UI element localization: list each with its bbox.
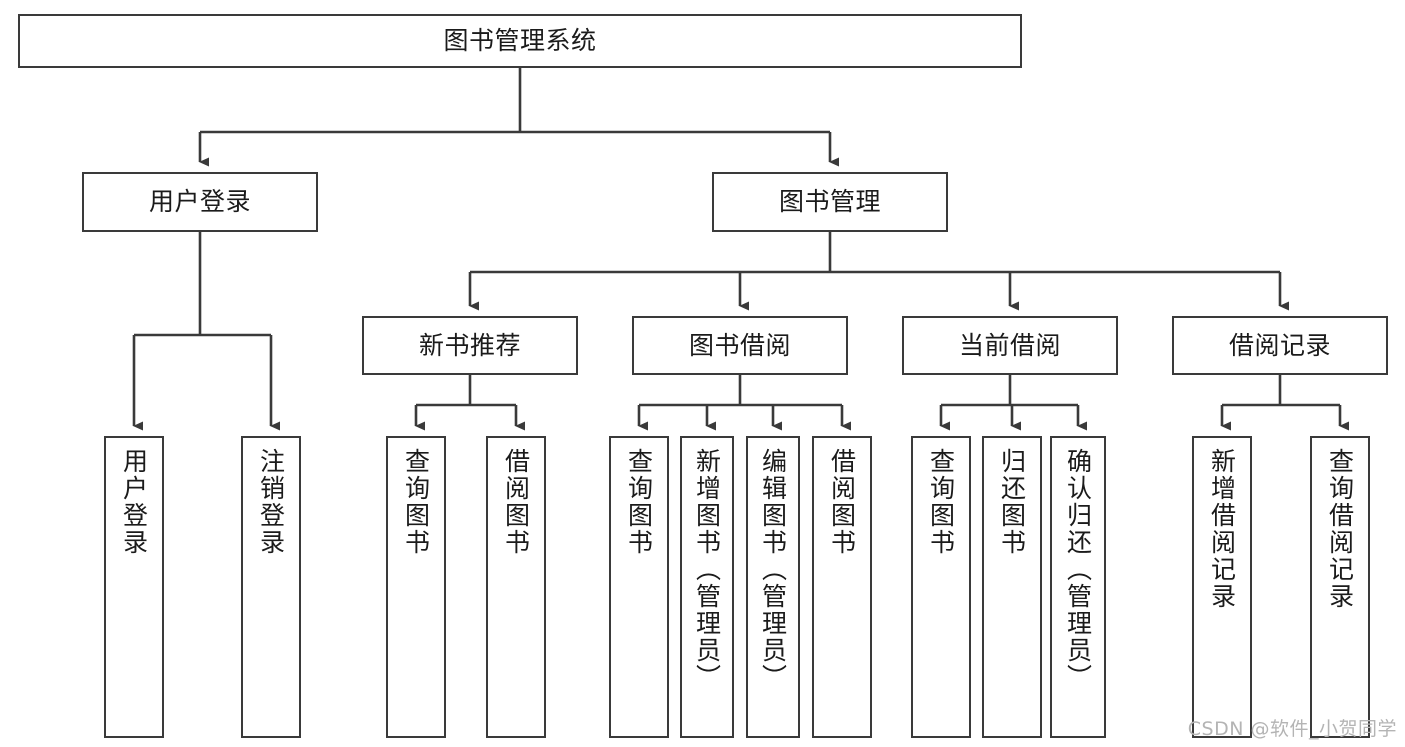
- node-leaf-add-record-label: 新增借阅记录: [1207, 448, 1237, 610]
- node-leaf-query-record[interactable]: 查询借阅记录: [1310, 436, 1370, 738]
- node-root[interactable]: 图书管理系统: [18, 14, 1022, 68]
- node-borrow-record-label: 借阅记录: [1228, 330, 1331, 360]
- node-leaf-return-book[interactable]: 归还图书: [982, 436, 1042, 738]
- node-leaf-query-book-1-label: 查询图书: [401, 448, 431, 556]
- node-user-login[interactable]: 用户登录: [82, 172, 318, 232]
- node-leaf-query-book-3[interactable]: 查询图书: [911, 436, 971, 738]
- node-root-label: 图书管理系统: [443, 26, 597, 56]
- node-book-management[interactable]: 图书管理: [712, 172, 948, 232]
- node-leaf-confirm-return[interactable]: 确认归还（管理员）: [1050, 436, 1106, 738]
- node-leaf-borrow-book-2[interactable]: 借阅图书: [812, 436, 872, 738]
- node-leaf-borrow-book-1[interactable]: 借阅图书: [486, 436, 546, 738]
- node-leaf-borrow-book-2-label: 借阅图书: [827, 448, 857, 556]
- node-leaf-query-book-1[interactable]: 查询图书: [386, 436, 446, 738]
- node-leaf-return-book-label: 归还图书: [997, 448, 1027, 556]
- node-user-login-label: 用户登录: [148, 187, 251, 217]
- node-leaf-add-book-label: 新增图书（管理员）: [692, 448, 722, 691]
- node-leaf-add-book[interactable]: 新增图书（管理员）: [680, 436, 734, 738]
- node-leaf-user-login-label: 用户登录: [119, 448, 149, 556]
- node-new-book-recommend[interactable]: 新书推荐: [362, 316, 578, 375]
- node-leaf-query-record-label: 查询借阅记录: [1325, 448, 1355, 610]
- node-current-borrow[interactable]: 当前借阅: [902, 316, 1118, 375]
- node-book-borrow[interactable]: 图书借阅: [632, 316, 848, 375]
- node-leaf-user-login[interactable]: 用户登录: [104, 436, 164, 738]
- node-leaf-borrow-book-1-label: 借阅图书: [501, 448, 531, 556]
- node-book-management-label: 图书管理: [778, 187, 881, 217]
- node-book-borrow-label: 图书借阅: [688, 330, 791, 360]
- node-current-borrow-label: 当前借阅: [958, 330, 1061, 360]
- node-leaf-query-book-2[interactable]: 查询图书: [609, 436, 669, 738]
- node-leaf-add-record[interactable]: 新增借阅记录: [1192, 436, 1252, 738]
- node-new-book-recommend-label: 新书推荐: [418, 330, 521, 360]
- node-leaf-logout-label: 注销登录: [256, 448, 286, 556]
- node-leaf-edit-book[interactable]: 编辑图书（管理员）: [746, 436, 800, 738]
- node-leaf-query-book-2-label: 查询图书: [624, 448, 654, 556]
- node-leaf-edit-book-label: 编辑图书（管理员）: [758, 448, 788, 691]
- node-leaf-logout[interactable]: 注销登录: [241, 436, 301, 738]
- node-borrow-record[interactable]: 借阅记录: [1172, 316, 1388, 375]
- node-leaf-query-book-3-label: 查询图书: [926, 448, 956, 556]
- node-leaf-confirm-return-label: 确认归还（管理员）: [1063, 448, 1093, 691]
